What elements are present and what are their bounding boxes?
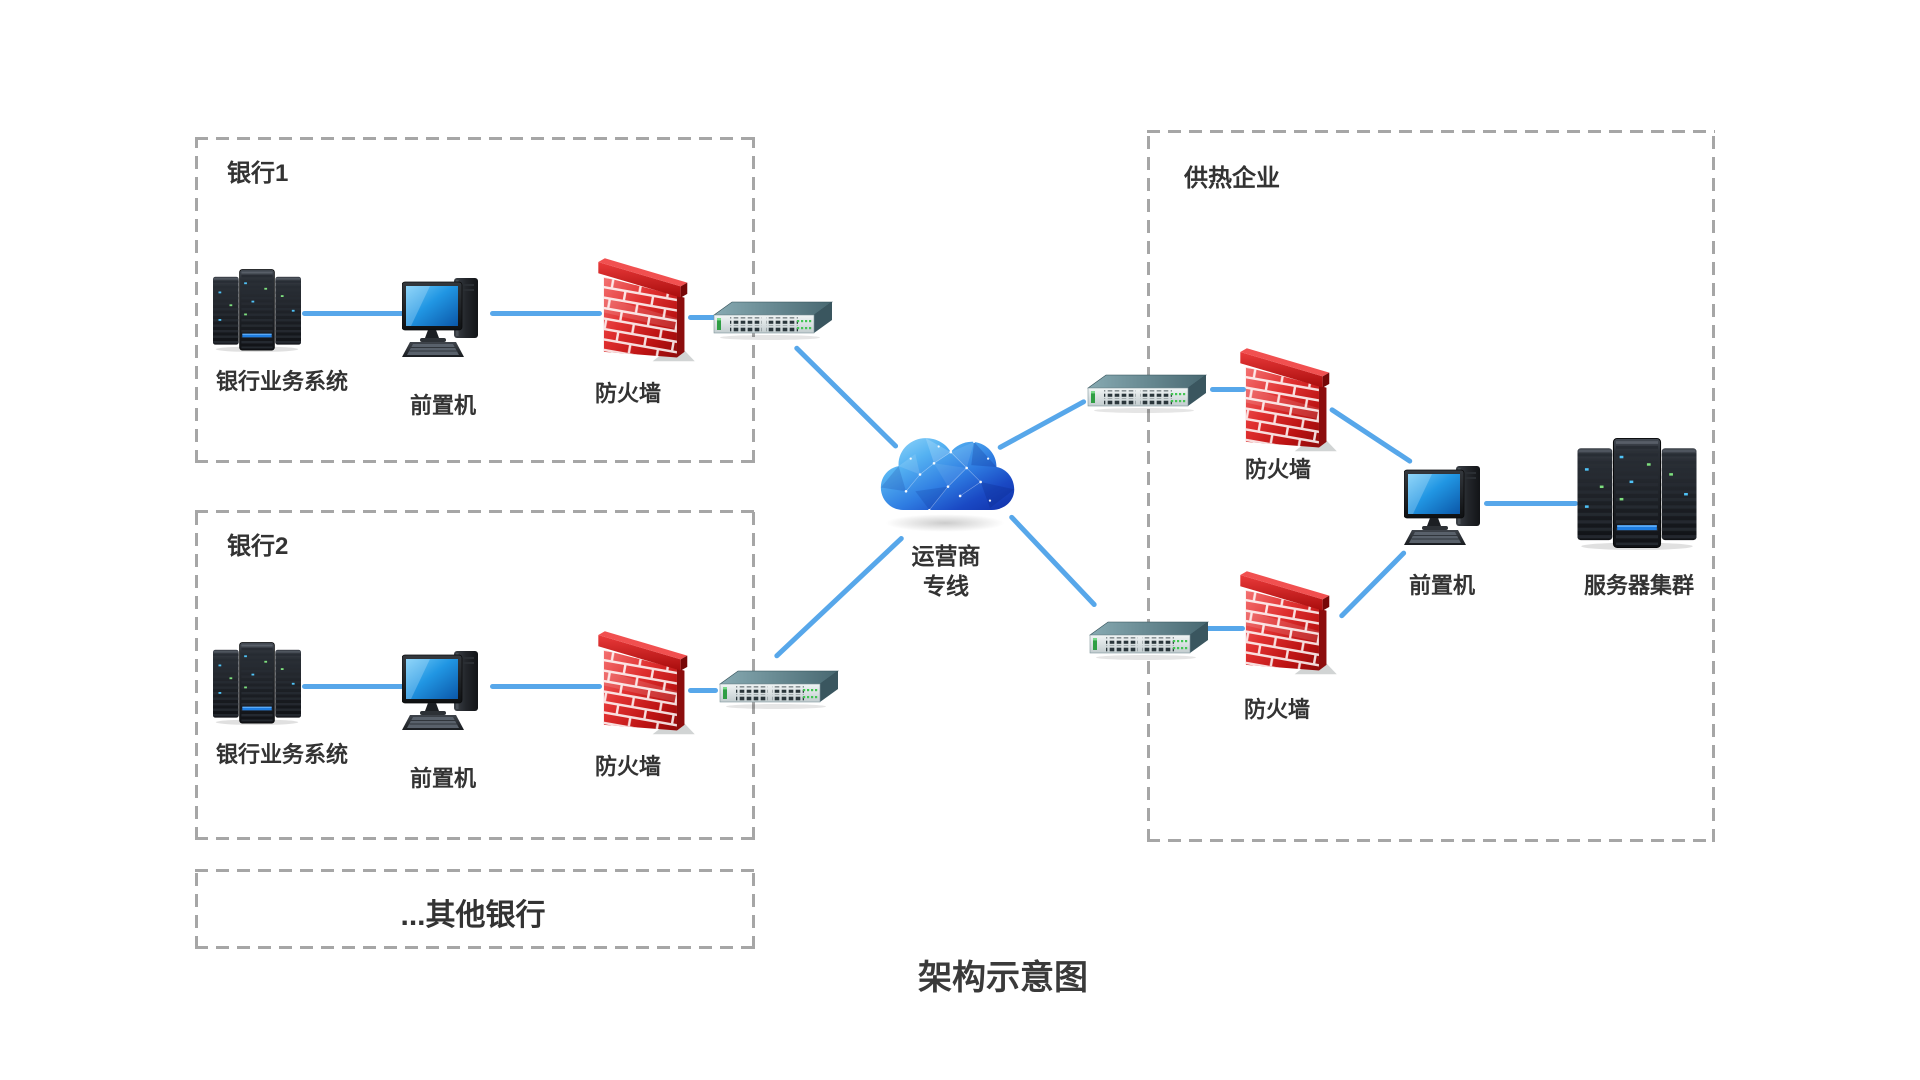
cloud-label: 运营商 专线 (912, 541, 981, 601)
other-banks-box (195, 869, 755, 949)
network-switch-icon (718, 668, 840, 710)
enterprise-firewall-top-label: 防火墙 (1244, 457, 1312, 482)
link-bank2-server-frontend (302, 684, 404, 689)
server-cluster-icon (1575, 431, 1699, 550)
bank1-firewall-label: 防火墙 (594, 381, 662, 406)
other-banks-label: ...其他银行 (400, 899, 546, 932)
cloud-shadow (885, 514, 1005, 532)
cloud-icon (878, 426, 1018, 523)
cloud-label-line1: 运营商 (911, 543, 981, 569)
firewall-icon (598, 247, 696, 365)
link-bank1-server-frontend (302, 311, 404, 316)
firewall-icon (598, 620, 696, 738)
network-switch-icon (712, 299, 834, 341)
bank2-box-title: 银行2 (227, 533, 289, 560)
link-cloud-switch-bottom (1008, 513, 1098, 609)
enterprise-firewall-bottom-label: 防火墙 (1243, 697, 1311, 722)
link-switchbottom-firewallbottom (1205, 626, 1245, 631)
enterprise-box-title: 供热企业 (1184, 165, 1280, 192)
link-bank2-frontend-firewall (490, 684, 602, 689)
server-cluster-label: 服务器集群 (1583, 573, 1695, 598)
desktop-pc-icon (1404, 464, 1488, 548)
link-bank2-switch-cloud (773, 534, 905, 660)
bank1-frontend-label: 前置机 (409, 393, 477, 418)
bank2-frontend-label: 前置机 (409, 766, 477, 791)
bank1-box-title: 银行1 (227, 160, 289, 187)
link-frontend-cluster (1484, 501, 1578, 506)
desktop-pc-icon (402, 276, 486, 360)
link-bank2-firewall-switch (688, 688, 718, 693)
bank2-firewall-label: 防火墙 (594, 754, 662, 779)
link-bank1-firewall-switch (688, 315, 716, 320)
bank2-server-label: 银行业务系统 (215, 742, 349, 767)
firewall-icon (1240, 337, 1338, 455)
server-rack-icon (211, 264, 303, 352)
server-rack-icon (211, 637, 303, 725)
network-switch-icon (1088, 619, 1210, 661)
enterprise-frontend-label: 前置机 (1408, 573, 1476, 598)
firewall-icon (1240, 560, 1338, 678)
desktop-pc-icon (402, 649, 486, 733)
bank1-server-label: 银行业务系统 (215, 369, 349, 394)
diagram-title: 架构示意图 (918, 959, 1088, 997)
cloud-label-line2: 专线 (923, 573, 969, 599)
link-bank1-frontend-firewall (490, 311, 602, 316)
network-switch-icon (1086, 372, 1208, 414)
link-switchtop-firewalltop (1210, 387, 1246, 392)
